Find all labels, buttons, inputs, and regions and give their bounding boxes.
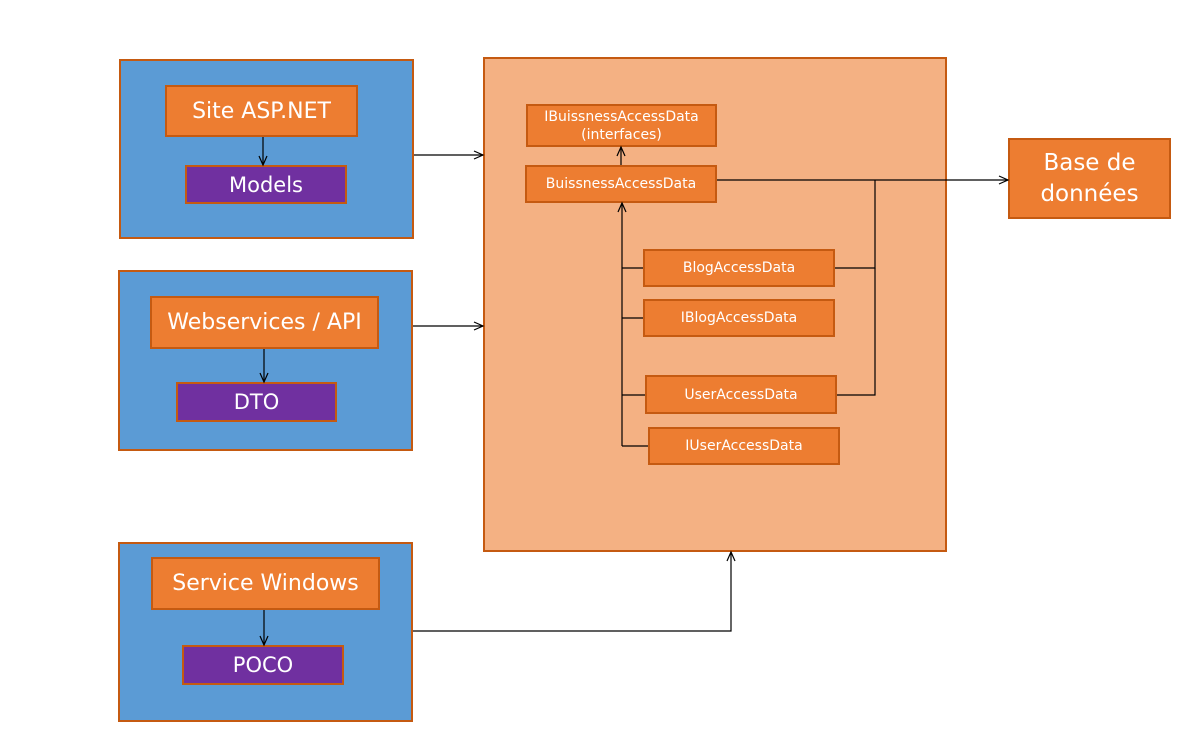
site-aspnet-label: Site ASP.NET	[192, 98, 331, 124]
business-access-data-label: BuissnessAccessData	[545, 176, 697, 192]
user-access-data-label: UserAccessData	[684, 386, 798, 403]
database-label-line2: données	[1040, 180, 1139, 207]
ibusiness-access-data-box: IBuissnessAccessData (interfaces)	[526, 104, 717, 147]
webservices-label: Webservices / API	[167, 310, 362, 335]
iblog-access-data-box: IBlogAccessData	[643, 299, 835, 337]
iuser-access-data-box: IUserAccessData	[648, 427, 840, 465]
service-to-business-arrow	[413, 550, 736, 632]
service-windows-box: Service Windows	[151, 557, 380, 610]
database-label-line1: Base de	[1043, 149, 1136, 176]
iuser-access-data-label: IUserAccessData	[685, 438, 803, 454]
service-windows-label: Service Windows	[172, 571, 359, 596]
poco-box: POCO	[182, 645, 344, 685]
site-aspnet-box: Site ASP.NET	[165, 85, 358, 137]
models-box: Models	[185, 165, 347, 204]
interfaces-label: (interfaces)	[581, 126, 662, 143]
models-label: Models	[229, 172, 303, 197]
ibusiness-access-data-label: IBuissnessAccessData	[544, 108, 699, 125]
blog-to-database-line	[835, 180, 876, 269]
iblog-access-data-label: IBlogAccessData	[680, 310, 798, 326]
dto-box: DTO	[176, 382, 337, 422]
user-access-data-box: UserAccessData	[645, 375, 837, 414]
blog-access-data-box: BlogAccessData	[643, 249, 835, 287]
dto-label: DTO	[233, 390, 280, 414]
poco-label: POCO	[232, 653, 294, 677]
blog-access-data-label: BlogAccessData	[682, 260, 796, 276]
business-access-data-box: BuissnessAccessData	[525, 165, 717, 203]
user-to-database-line	[837, 268, 876, 396]
webservices-box: Webservices / API	[150, 296, 379, 349]
